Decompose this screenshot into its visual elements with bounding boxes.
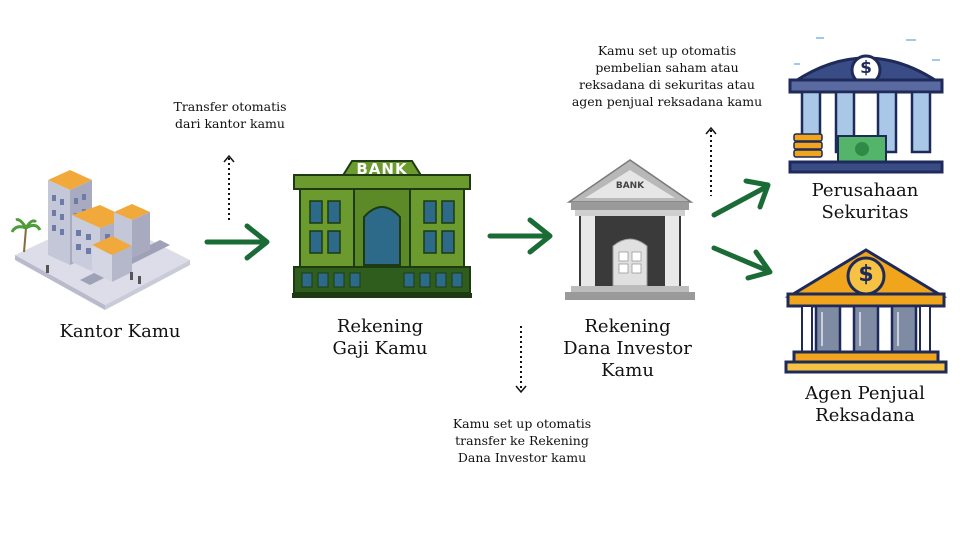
dollar-symbol-navy: $	[860, 58, 872, 78]
bank-sign-gray: BANK	[615, 181, 645, 191]
dotted-arrow-icon	[515, 326, 527, 394]
navy-bank-icon	[788, 37, 944, 174]
dotted-arrow-icon	[705, 126, 717, 196]
arrow-down-right-icon	[711, 245, 773, 281]
node-label-kantor: Kantor Kamu	[59, 321, 181, 342]
arrow-up-right-icon	[711, 178, 771, 218]
node-label-rekening-gaji: Rekening Gaji Kamu	[332, 316, 428, 359]
node-label-agen: Agen Penjual Reksadana	[805, 383, 925, 426]
gray-bank-icon	[565, 159, 695, 300]
office-building-icon	[10, 170, 190, 310]
gold-bank-icon	[784, 248, 948, 374]
dollar-symbol-gold: $	[858, 262, 874, 287]
note-transfer-rekening: Kamu set up otomatis transfer ke Rekenin…	[452, 416, 592, 465]
green-bank-icon	[292, 160, 472, 298]
arrow-right-icon	[204, 223, 270, 261]
arrow-right-icon	[487, 217, 553, 255]
bank-sign-green: BANK	[356, 160, 408, 178]
dotted-arrow-icon	[223, 154, 235, 222]
node-label-perusahaan: Perusahaan Sekuritas	[811, 180, 919, 223]
note-pembelian: Kamu set up otomatis pembelian saham ata…	[571, 43, 763, 109]
node-label-rekening-dana: Rekening Dana Investor Kamu	[563, 316, 692, 381]
note-transfer-kantor: Transfer otomatis dari kantor kamu	[173, 99, 287, 131]
